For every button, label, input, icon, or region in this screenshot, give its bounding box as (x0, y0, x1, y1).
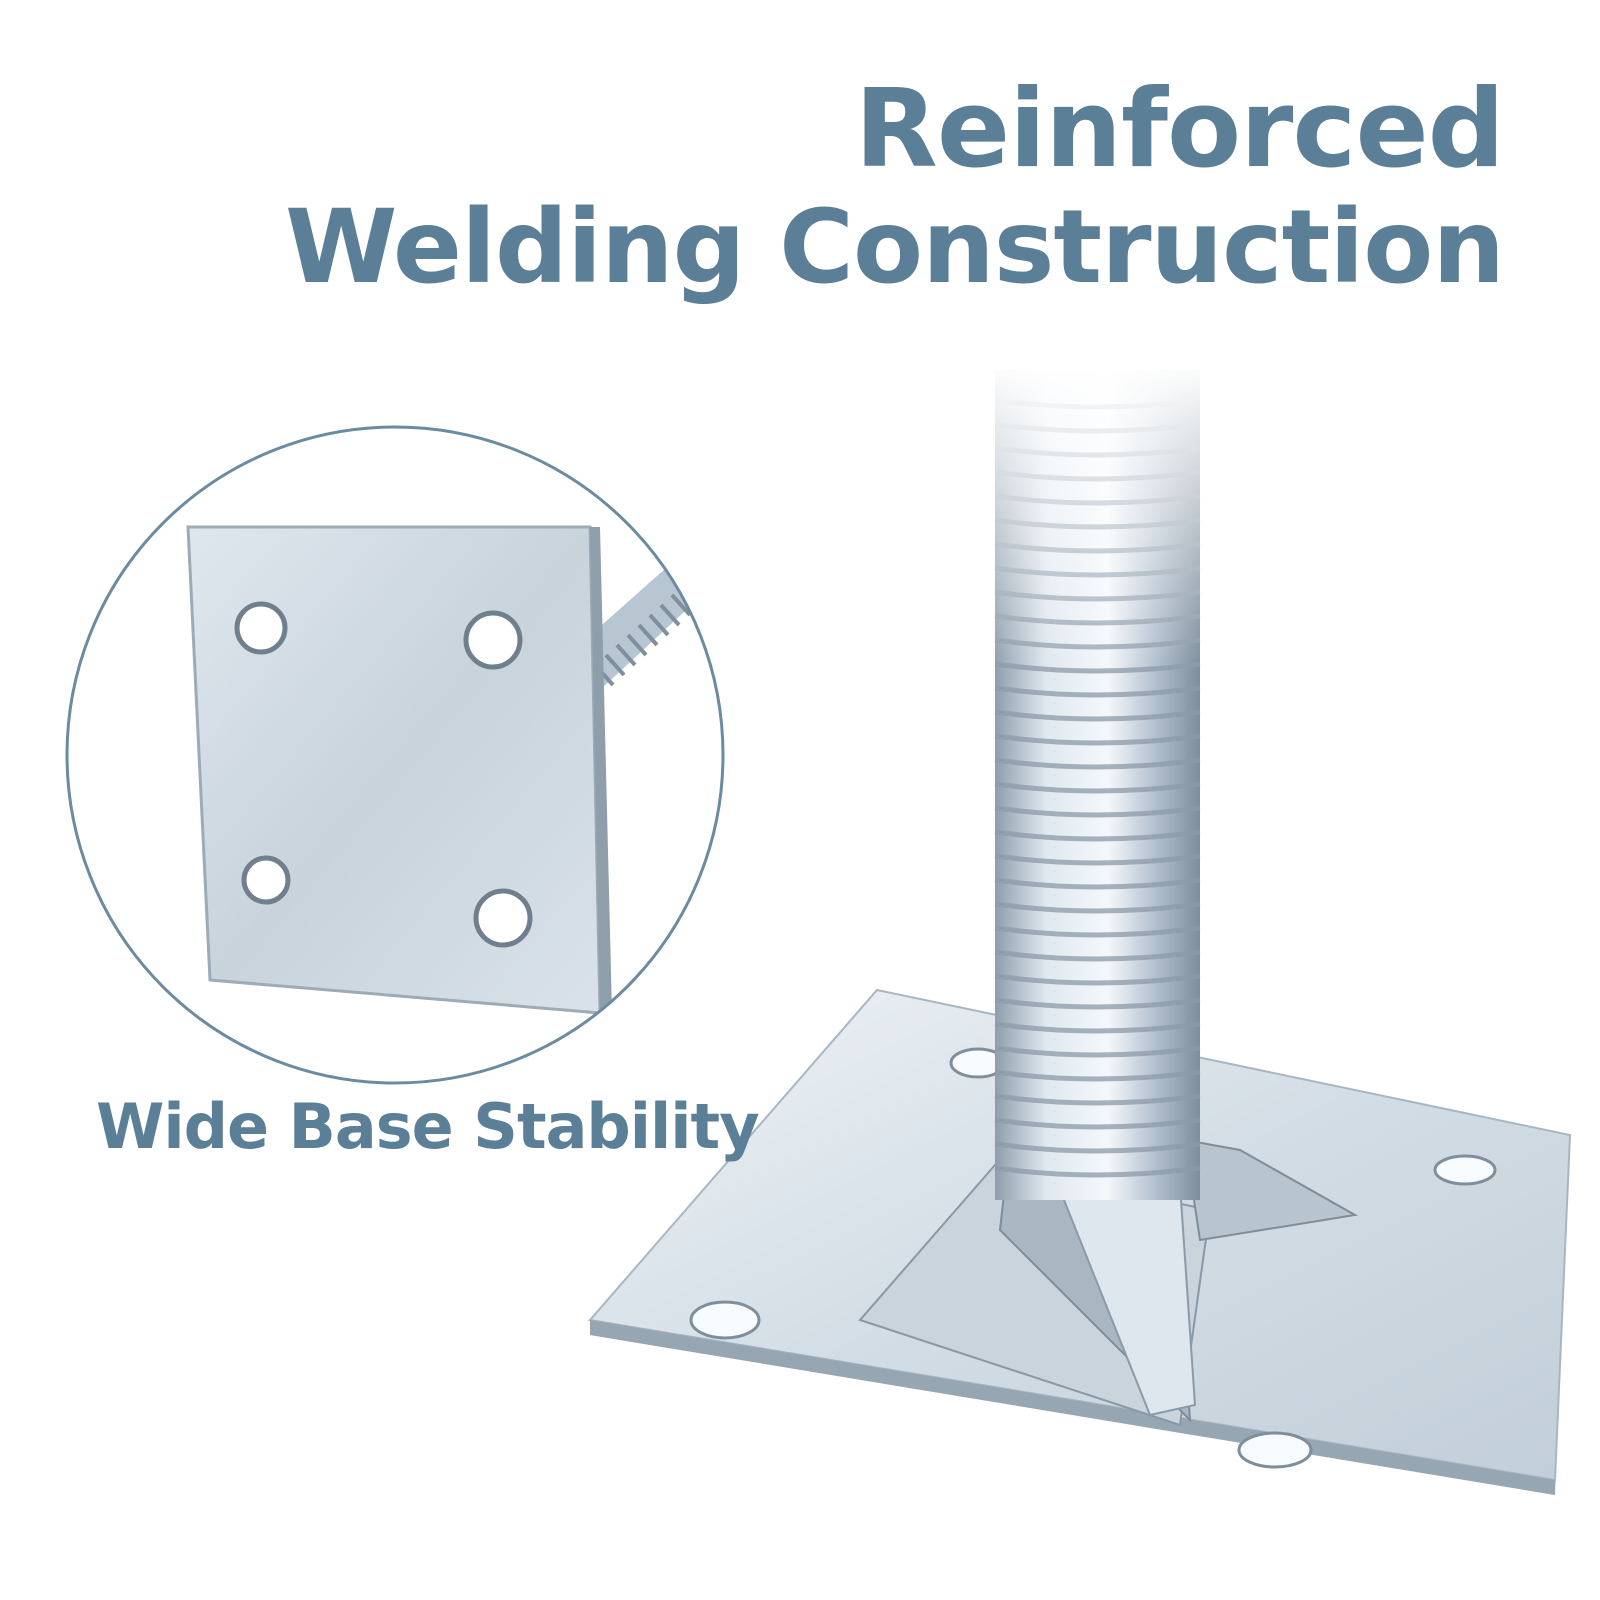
thread-line (659, 603, 681, 627)
hole-icon (1237, 1431, 1313, 1469)
thread-line (994, 1141, 1201, 1154)
thread-line (670, 593, 692, 617)
thread-line (994, 973, 1201, 986)
thread-line (994, 1069, 1201, 1082)
thread-line (994, 997, 1201, 1010)
thread-line (994, 949, 1201, 962)
headline-line-1: Reinforced (854, 67, 1505, 192)
threaded-rod (980, 360, 1220, 1200)
thread-line (626, 633, 648, 657)
thread-line (648, 613, 670, 637)
hole-icon (463, 610, 523, 670)
thread-line (994, 877, 1201, 890)
headline-line-2: Welding Construction (285, 187, 1505, 307)
thread-line (994, 1093, 1201, 1106)
weld-gussets (858, 1138, 1358, 1427)
headline: Reinforced Welding Construction (285, 67, 1505, 307)
inset-border (65, 425, 725, 1085)
thread-line (615, 643, 637, 667)
hole-icon (1433, 1154, 1497, 1186)
hole-icon (234, 601, 288, 655)
inset-plate (186, 525, 602, 1015)
inset-caption: Wide Base Stability (96, 1090, 760, 1163)
thread-line (994, 901, 1201, 914)
hole-icon (241, 855, 291, 905)
thread-line (604, 653, 626, 677)
hole-icon (473, 888, 533, 948)
hole-icon (689, 1300, 761, 1340)
thread-line (714, 553, 723, 577)
thread-line (994, 1045, 1201, 1058)
thread-line (994, 1165, 1201, 1178)
thread-line (994, 1021, 1201, 1034)
thread-line (994, 1117, 1201, 1130)
thread-line (994, 925, 1201, 938)
thread-line (637, 623, 659, 647)
thread-line (703, 563, 723, 587)
thread-line (692, 573, 714, 597)
detail-inset (65, 425, 725, 1085)
